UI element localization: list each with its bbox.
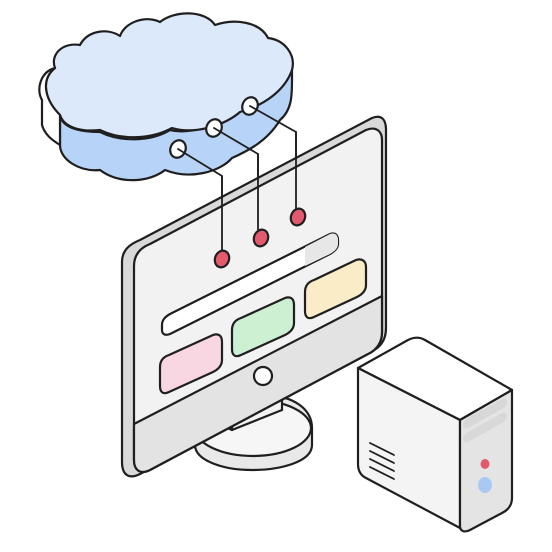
blue-led-icon — [478, 477, 492, 493]
cable-connector-icon — [213, 131, 307, 269]
drive-slot — [463, 398, 507, 429]
green-card — [230, 296, 296, 358]
cloud-icon — [38, 12, 294, 182]
red-led-icon — [480, 459, 490, 469]
pc-tower-icon — [356, 336, 514, 533]
pink-card — [158, 333, 224, 395]
power-button-icon — [252, 365, 274, 387]
cloud-side — [38, 66, 62, 147]
cloud-band — [58, 58, 294, 182]
cloud-top — [44, 12, 294, 139]
drive-slot — [463, 412, 507, 443]
monitor — [120, 115, 388, 478]
vent-lines — [369, 442, 395, 480]
yellow-card — [303, 258, 368, 320]
